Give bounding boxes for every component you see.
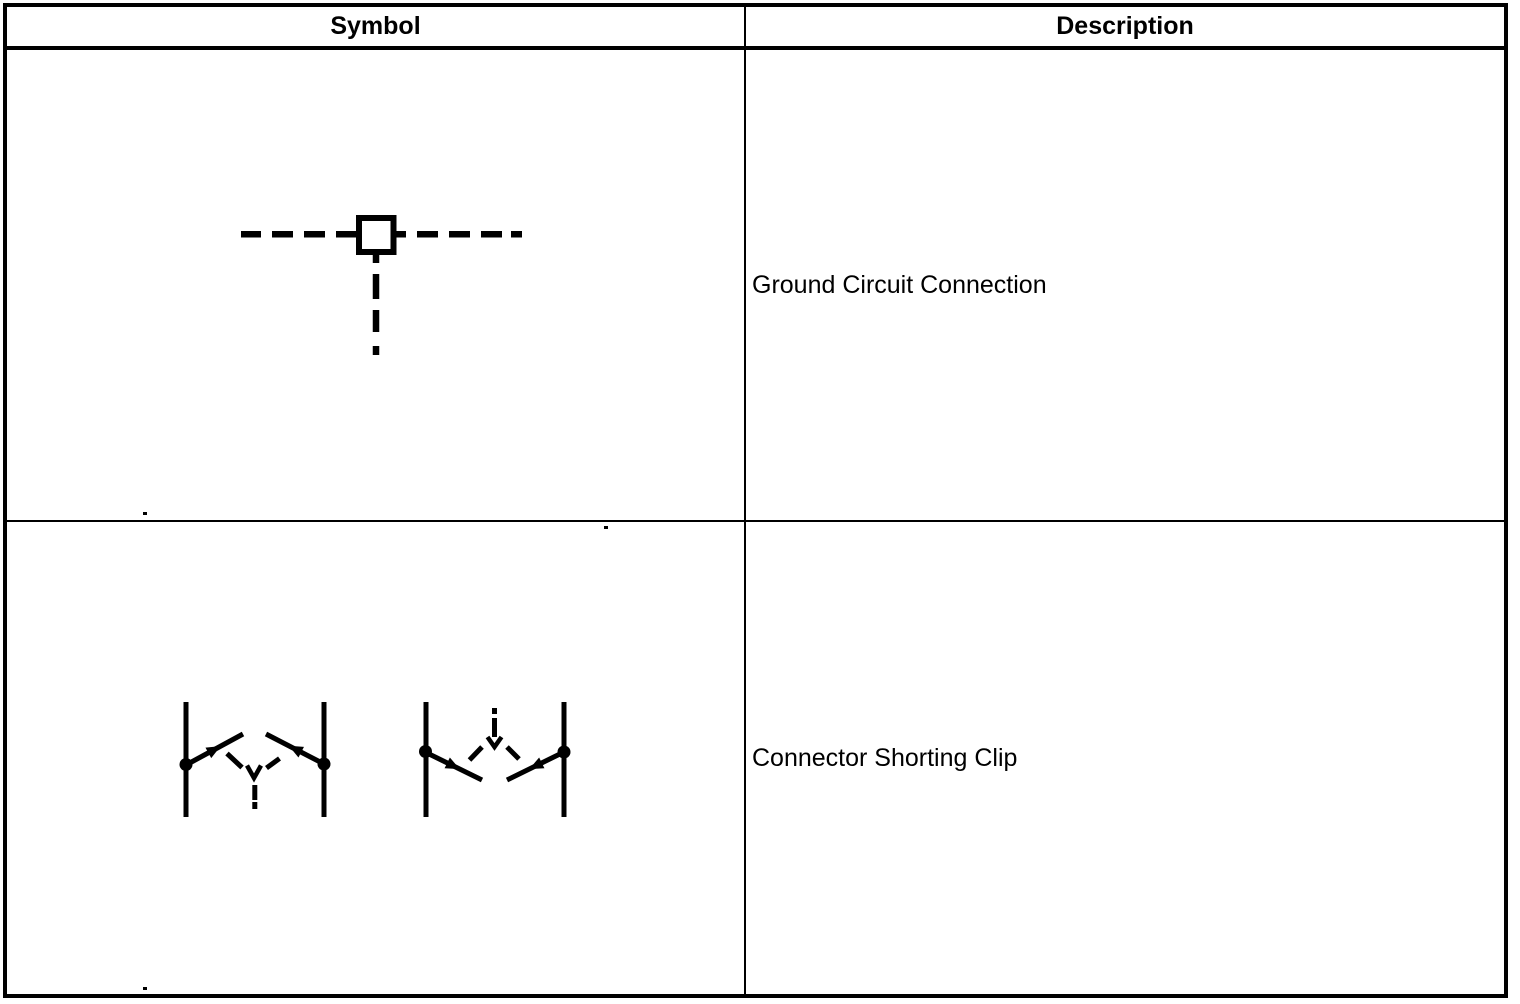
clip-arm-right [264, 731, 326, 767]
dashed-branch-left [467, 745, 484, 762]
table-header-row: Symbol Description [7, 7, 1504, 50]
junction-chevron [485, 735, 504, 751]
junction-chevron [245, 764, 263, 783]
dashed-branch-right [265, 756, 281, 771]
column-header-symbol: Symbol [7, 7, 746, 46]
table-row-connector-shorting-clip: Connector Shorting Clip [7, 522, 1504, 994]
connector-shorting-clip-icon [179, 702, 571, 817]
clip-arm-left [423, 749, 484, 783]
description-text: Connector Shorting Clip [752, 743, 1018, 772]
symbol-cell-ground-circuit-connection [7, 50, 746, 520]
clip-arm-left [184, 731, 245, 768]
description-text: Ground Circuit Connection [752, 270, 1047, 299]
scan-speck [604, 526, 608, 529]
column-header-description-label: Description [1056, 12, 1194, 40]
symbol-cell-connector-shorting-clip [7, 522, 746, 994]
description-cell-ground-circuit-connection: Ground Circuit Connection [746, 50, 1504, 520]
shorting-clip-variant-up [179, 702, 331, 817]
scan-speck [143, 512, 147, 515]
description-cell-connector-shorting-clip: Connector Shorting Clip [746, 522, 1504, 994]
column-header-symbol-label: Symbol [330, 12, 421, 40]
symbol-legend-table: Symbol Description Ground Circuit Connec… [3, 3, 1508, 998]
clip-arm-right [505, 749, 566, 783]
ground-node-square [356, 215, 397, 255]
column-header-description: Description [746, 7, 1504, 46]
scan-speck [143, 987, 147, 990]
dashed-branch-left [225, 751, 244, 770]
dashed-branch-right [505, 745, 521, 761]
table-row-ground-circuit-connection: Ground Circuit Connection [7, 50, 1504, 522]
shorting-clip-variant-down [419, 702, 571, 817]
ground-circuit-connection-icon [241, 215, 522, 356]
